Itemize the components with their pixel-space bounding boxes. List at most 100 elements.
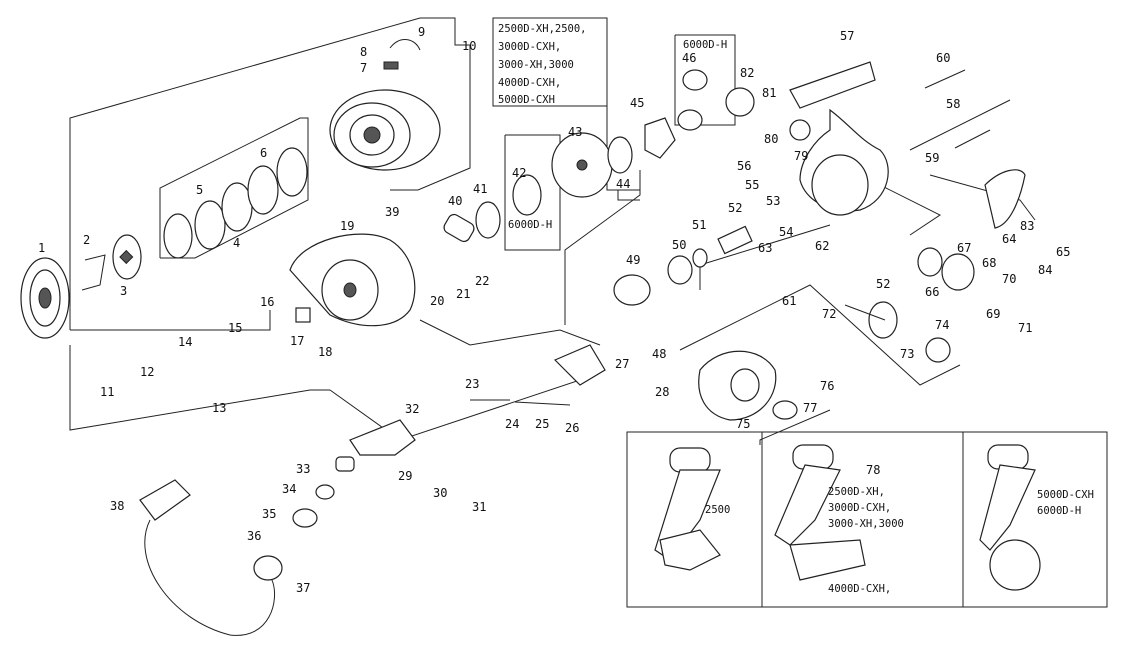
- pin-60: [924, 69, 966, 89]
- handle-knob-round: [989, 539, 1041, 591]
- ring-part-44: [607, 136, 633, 174]
- part-number: 34: [282, 482, 296, 496]
- part-number: 23: [465, 377, 479, 391]
- part-number: 46: [682, 51, 696, 65]
- part-number: 66: [925, 285, 939, 299]
- part-number: 22: [475, 274, 489, 288]
- part-number: 29: [398, 469, 412, 483]
- bail-arm-29: [349, 419, 416, 456]
- part-number: 10: [462, 39, 476, 53]
- part-number: 82: [740, 66, 754, 80]
- spool-model-line: 5000D-CXH: [498, 94, 555, 106]
- side-parts: [139, 307, 798, 636]
- part-number: 43: [568, 125, 582, 139]
- part-number: 9: [418, 25, 425, 39]
- bushing-part-34: [315, 484, 335, 500]
- part-number: 40: [448, 194, 462, 208]
- handle-model-label: 2500D-XH,: [828, 486, 885, 498]
- cap-part-77: [772, 400, 798, 420]
- drag-washer-a: [163, 213, 193, 259]
- part-number: 7: [360, 61, 367, 75]
- part-number: 77: [803, 401, 817, 415]
- handle-model-label: 2500: [705, 504, 730, 516]
- handle-variants: [654, 444, 1041, 591]
- info-boxes: [492, 17, 1108, 608]
- handle-model-label: 5000D-CXH: [1037, 489, 1094, 501]
- part-number: 74: [935, 318, 949, 332]
- part-number: 5: [196, 183, 203, 197]
- part-number: 49: [626, 253, 640, 267]
- part-number: 31: [472, 500, 486, 514]
- shaft-58: [909, 99, 1011, 151]
- spool-model-line: 3000D-CXH,: [498, 41, 561, 53]
- part-number: 14: [178, 335, 192, 349]
- drag-washer-b: [194, 200, 226, 250]
- spool-model-line: 2500D-XH,2500,: [498, 23, 587, 35]
- part-number: 36: [247, 529, 261, 543]
- bearing-part-46: [682, 69, 708, 91]
- gear-train: [613, 225, 975, 363]
- handle-variant-labels: 2500 2500D-XH, 3000D-CXH, 3000-XH,3000 4…: [705, 486, 1094, 595]
- part-49: [613, 274, 651, 306]
- part-number: 18: [318, 345, 332, 359]
- part-number: 52: [728, 201, 742, 215]
- part-number: 11: [100, 385, 114, 399]
- part-number: 71: [1018, 321, 1032, 335]
- bail-holder-38: [139, 479, 191, 521]
- handle-knob-2: [792, 444, 834, 470]
- clip-part: [81, 254, 106, 291]
- part-number: 64: [1002, 232, 1016, 246]
- handle-arm-2: [774, 464, 841, 546]
- part-number: 26: [565, 421, 579, 435]
- bushing-part: [677, 109, 703, 131]
- clip-part-7: [383, 61, 399, 70]
- part-number-labels: 1 2 3 4 5 6 7 8 9 10 11 12 13 14 15 16 1…: [38, 25, 1070, 595]
- part-number: 60: [936, 51, 950, 65]
- part-number: 37: [296, 581, 310, 595]
- part-number: 50: [672, 238, 686, 252]
- part-number: 59: [925, 151, 939, 165]
- reel-frame: [789, 61, 1026, 229]
- part-number: 45: [630, 96, 644, 110]
- part-number: 2: [83, 233, 90, 247]
- handle-model-label: 3000-XH,3000: [828, 518, 904, 530]
- part-number: 73: [900, 347, 914, 361]
- model-notes: 2500D-XH,2500, 3000D-CXH, 3000-XH,3000 4…: [498, 23, 727, 231]
- part-number: 17: [290, 334, 304, 348]
- pin-59: [954, 129, 991, 149]
- handle-arm-3: [979, 464, 1036, 551]
- part-number: 84: [1038, 263, 1052, 277]
- part-number: 8: [360, 45, 367, 59]
- part-number: 39: [385, 205, 399, 219]
- part-number: 79: [794, 149, 808, 163]
- part-number: 21: [456, 287, 470, 301]
- part-number: 54: [779, 225, 793, 239]
- part-number: 33: [296, 462, 310, 476]
- part-45: [644, 117, 676, 159]
- part-number: 12: [140, 365, 154, 379]
- part-number: 78: [866, 463, 880, 477]
- part-number: 61: [782, 294, 796, 308]
- washer-part-66: [917, 247, 943, 277]
- part-number: 70: [1002, 272, 1016, 286]
- part-number: 24: [505, 417, 519, 431]
- part-number: 16: [260, 295, 274, 309]
- part-number: 76: [820, 379, 834, 393]
- bearing-part-79: [789, 119, 811, 141]
- part-number: 63: [758, 241, 772, 255]
- roller-part-33: [335, 456, 355, 472]
- part-number: 27: [615, 357, 629, 371]
- part-number: 65: [1056, 245, 1070, 259]
- part-number: 58: [946, 97, 960, 111]
- part-number: 67: [957, 241, 971, 255]
- part-number: 51: [692, 218, 706, 232]
- spring-part-25: [514, 401, 571, 406]
- washer-part-42: [512, 174, 542, 216]
- cover-part-64: [984, 169, 1026, 229]
- spring-part-9: [389, 39, 421, 51]
- part-number: 56: [737, 159, 751, 173]
- part-number: 83: [1020, 219, 1034, 233]
- part-number: 6: [260, 146, 267, 160]
- part-number: 69: [986, 307, 1000, 321]
